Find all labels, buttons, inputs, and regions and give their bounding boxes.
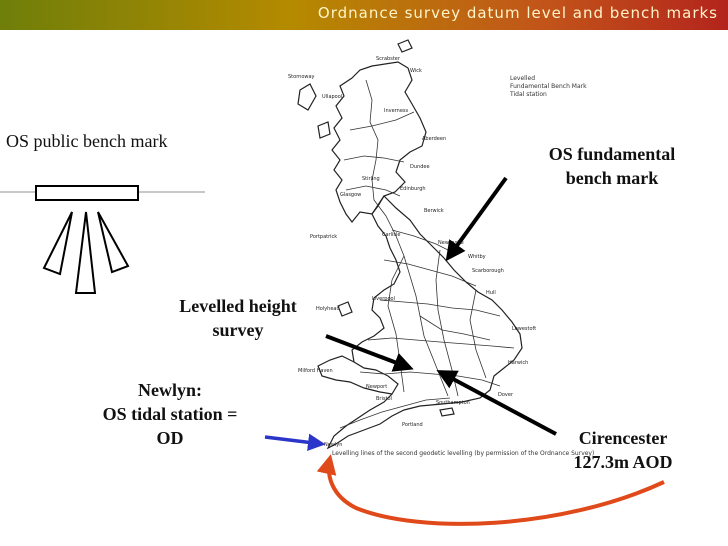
place-glasgow: Glasgow — [340, 192, 361, 198]
place-whitby: Whitby — [468, 254, 486, 260]
place-newport: Newport — [366, 384, 387, 390]
place-milford-haven: Milford Haven — [298, 368, 333, 374]
place-scrabster: Scrabster — [376, 56, 401, 62]
label-public-bench-mark: OS public bench mark — [6, 131, 168, 151]
place-edinburgh: Edinburgh — [400, 186, 426, 192]
place-portland: Portland — [402, 422, 423, 428]
levelling-line — [367, 337, 515, 349]
label-fundamental-bench-mark: OS fundamental bench mark — [532, 142, 692, 190]
levelling-network — [339, 79, 515, 429]
map-coastline-wales — [317, 355, 393, 395]
title-bar: Ordnance survey datum level and bench ma… — [0, 0, 728, 30]
place-bristol: Bristol — [376, 396, 392, 402]
bench-mark-leg-center — [74, 211, 97, 294]
place-stornoway: Stornoway — [288, 74, 315, 80]
map-orkney — [397, 39, 413, 53]
label-line: Newlyn: — [138, 380, 202, 400]
place-dundee: Dundee — [410, 164, 430, 170]
place-carlisle: Carlisle — [382, 232, 400, 238]
levelling-line — [345, 185, 401, 197]
levelling-line — [383, 259, 477, 287]
label-line: Cirencester — [578, 428, 668, 448]
label-line: OS tidal station = — [102, 404, 238, 424]
bench-mark-plate — [35, 185, 139, 201]
place-berwick: Berwick — [424, 208, 444, 214]
place-hull: Hull — [486, 290, 496, 296]
map-coastline-scotland — [331, 61, 427, 223]
uk-map — [297, 39, 523, 450]
levelling-line — [379, 299, 501, 317]
map-legend: Levelled Fundamental Bench Mark Tidal st… — [510, 75, 587, 99]
bench-mark-symbol — [0, 185, 205, 294]
place-southampton: Southampton — [436, 400, 470, 406]
label-line: Levelled height — [179, 296, 297, 316]
place-liverpool: Liverpool — [372, 296, 395, 302]
levelling-line — [419, 315, 491, 341]
levelling-line — [469, 289, 487, 379]
label-line: 127.3m AOD — [573, 452, 673, 472]
label-newlyn: Newlyn: OS tidal station = OD — [70, 378, 270, 450]
arrow-fundamental-bench-mark — [445, 176, 508, 262]
label-cirencester: Cirencester 127.3m AOD — [548, 426, 698, 474]
arrow-cirencester — [436, 370, 557, 436]
legend-item-levelled: Levelled — [510, 75, 536, 82]
map-anglesey — [337, 301, 353, 317]
label-line: OS fundamental — [548, 144, 676, 164]
levelling-line — [365, 79, 449, 397]
place-ullapool: Ullapool — [322, 94, 342, 100]
bench-mark-leg-right — [97, 211, 130, 274]
map-skye — [317, 121, 331, 139]
legend-item-tidal: Tidal station — [510, 91, 547, 98]
place-portpatrick: Portpatrick — [310, 234, 337, 240]
place-dover: Dover — [498, 392, 514, 398]
levelling-line — [387, 255, 405, 393]
map-coastline-england — [326, 195, 523, 450]
curve-cirencester-to-newlyn — [316, 454, 665, 526]
label-line: survey — [212, 320, 264, 340]
slide-title: Ordnance survey datum level and bench ma… — [317, 4, 718, 22]
place-newlyn: Newlyn — [324, 442, 342, 448]
levelling-line — [349, 111, 415, 131]
place-lowestoft: Lowestoft — [512, 326, 536, 332]
place-harwich: Harwich — [508, 360, 528, 366]
legend-item-fundamental: Fundamental Bench Mark — [510, 83, 587, 90]
arrow-newlyn — [264, 433, 326, 451]
place-stirling: Stirling — [362, 176, 380, 182]
map-caption: Levelling lines of the second geodetic l… — [332, 450, 595, 457]
place-aberdeen: Aberdeen — [422, 136, 446, 142]
map-isle-of-wight — [439, 407, 455, 417]
place-wick: Wick — [410, 68, 422, 74]
place-inverness: Inverness — [384, 108, 408, 114]
map-western-isles — [297, 83, 317, 111]
bench-mark-leg-left — [42, 211, 73, 276]
label-line: bench mark — [565, 168, 659, 188]
label-line: OD — [156, 428, 184, 448]
levelling-line — [339, 397, 451, 429]
map-place-names: Stornoway Scrabster Wick Ullapool Invern… — [288, 56, 536, 448]
levelling-line — [359, 371, 501, 387]
place-scarborough: Scarborough — [472, 268, 504, 274]
label-levelled-height-survey: Levelled height survey — [140, 294, 336, 342]
levelling-line — [343, 155, 405, 163]
arrow-levelled-height-survey — [325, 334, 414, 372]
place-holyhead: Holyhead — [316, 306, 340, 312]
